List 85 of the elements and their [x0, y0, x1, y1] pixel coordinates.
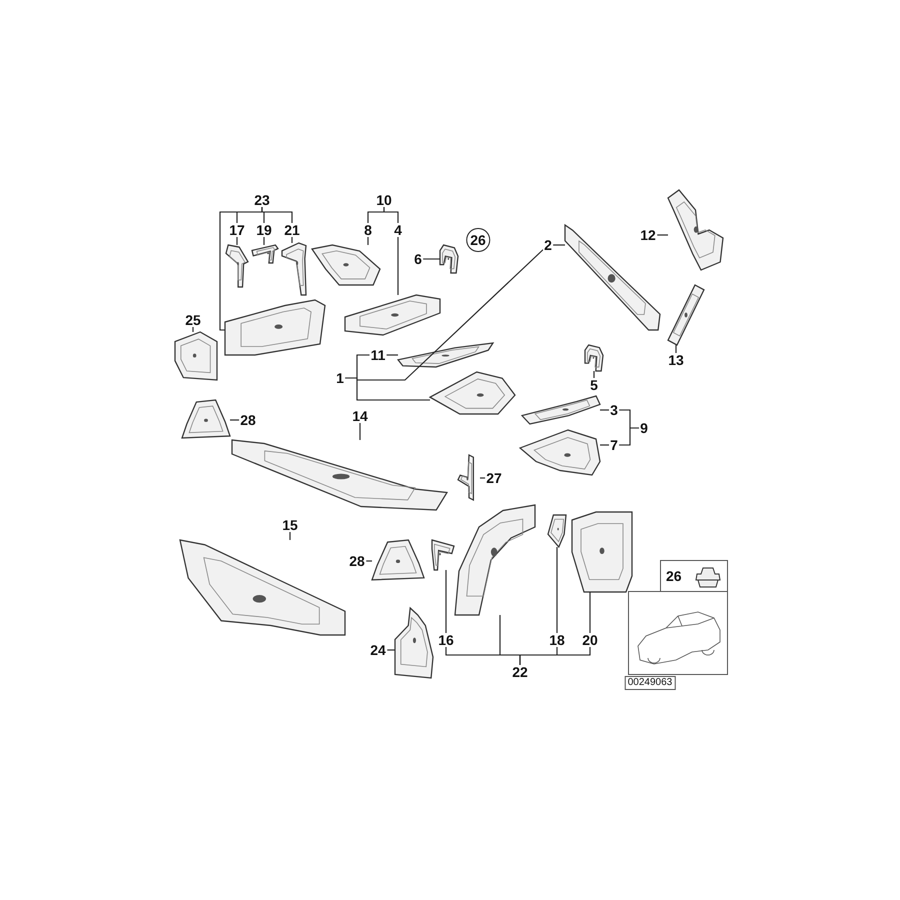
callout-number: 2 — [543, 238, 553, 252]
bracket-drawing — [432, 540, 454, 570]
clip-drawing — [585, 345, 603, 371]
member-drawing — [345, 295, 440, 335]
mount-drawing — [372, 540, 424, 582]
bracket-drawing — [548, 515, 566, 547]
console-drawing — [668, 190, 723, 270]
callout-number: 18 — [548, 633, 566, 647]
member-drawing — [522, 396, 600, 424]
callout-number: 19 — [255, 223, 273, 237]
callout-number: 17 — [228, 223, 246, 237]
wheel-housing-drawing — [225, 300, 325, 355]
callout-number: 20 — [581, 633, 599, 647]
leader-line — [618, 427, 640, 446]
cross-member-drawing — [180, 540, 345, 635]
panel-drawing — [520, 430, 600, 475]
clip-drawing — [440, 245, 458, 273]
side-panel-drawing — [395, 608, 433, 678]
callout-number: 24 — [369, 643, 387, 657]
leader-line — [263, 237, 265, 245]
callout-number: 28 — [239, 413, 257, 427]
leader-line — [344, 377, 430, 401]
leader-line — [422, 258, 440, 260]
callout-number: 7 — [609, 438, 619, 452]
leader-line — [386, 354, 398, 356]
callout-number: 15 — [281, 518, 299, 532]
leader-line — [600, 409, 610, 411]
callout-number: 23 — [253, 193, 271, 207]
callout-number: 13 — [667, 353, 685, 367]
callout-number: 27 — [485, 471, 503, 485]
floor-panel-drawing — [430, 372, 515, 414]
leader-line — [236, 237, 238, 245]
arch-panel-drawing — [282, 243, 306, 295]
callout-number: 9 — [639, 421, 649, 435]
leader-line — [675, 345, 677, 353]
leader-line — [552, 244, 565, 246]
leader-line — [397, 237, 399, 295]
callout-number: 1 — [335, 371, 345, 385]
leader-line — [359, 423, 361, 440]
leader-line — [366, 560, 372, 562]
leader-line — [600, 444, 610, 446]
wheel-arch-panel-drawing — [572, 512, 632, 592]
callout-number: 16 — [437, 633, 455, 647]
leader-line — [386, 649, 395, 651]
callout-number: 11 — [370, 348, 386, 362]
leader-line — [556, 547, 558, 633]
callout-number: 25 — [184, 313, 202, 327]
leader-line — [291, 237, 293, 243]
leader-line — [593, 371, 595, 378]
leader-line — [383, 207, 399, 223]
callout-number: 6 — [413, 252, 423, 266]
bracket-drawing — [226, 245, 248, 287]
leader-line — [480, 477, 486, 479]
callout-number: 26 — [466, 228, 490, 252]
callout-number: 8 — [363, 223, 373, 237]
longitudinal-member-drawing — [232, 440, 447, 510]
callout-number: 26 — [666, 568, 682, 584]
callout-number: 21 — [283, 223, 301, 237]
parts-panel — [660, 560, 728, 592]
callout-number: 28 — [348, 554, 366, 568]
leader-line — [367, 237, 369, 245]
callout-number: 5 — [589, 378, 599, 392]
mount-drawing — [182, 400, 230, 440]
leader-line — [499, 615, 521, 665]
reinforcement-drawing — [398, 343, 493, 367]
callout-number: 14 — [351, 409, 369, 423]
callout-number: 12 — [639, 228, 657, 242]
callout-number: 22 — [511, 665, 529, 679]
drawing-number: 00249063 — [624, 676, 676, 690]
panel-drawing — [312, 245, 380, 285]
wheel-arch-drawing — [455, 505, 535, 615]
cross-member-drawing — [565, 225, 660, 330]
leader-line — [192, 327, 194, 332]
leader-line — [289, 532, 291, 540]
leader-line — [445, 570, 447, 633]
leader-line — [219, 207, 263, 331]
callout-number: 3 — [609, 403, 619, 417]
leader-line — [230, 419, 240, 421]
side-panel-drawing — [175, 332, 217, 380]
bar-drawing — [668, 285, 704, 345]
callout-number: 10 — [375, 193, 393, 207]
strap-drawing — [252, 245, 278, 263]
leader-line — [656, 234, 668, 236]
leader-line — [589, 592, 591, 633]
callout-number: 4 — [393, 223, 403, 237]
